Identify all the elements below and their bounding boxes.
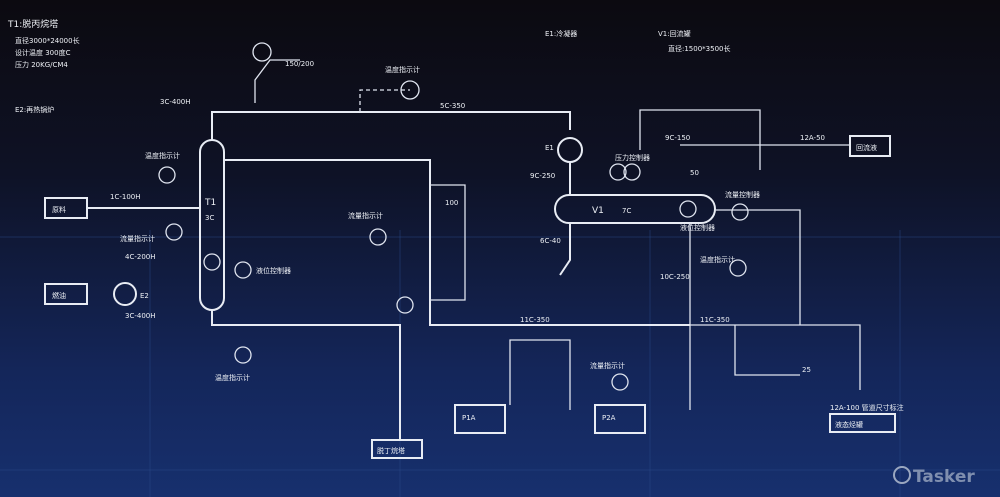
box-right-out[interactable] <box>849 135 891 157</box>
pipe-label: 3C-400H <box>125 312 156 320</box>
pipe-label: 150/200 <box>285 60 314 68</box>
label: 温度指示计 <box>145 151 180 160</box>
note-t1-temp: 设计温度 300度C <box>15 48 71 57</box>
e2-label: E2 <box>140 292 149 300</box>
level-controller[interactable] <box>679 200 697 218</box>
v1-label: V1 <box>592 206 604 216</box>
label: 液位控制器 <box>256 266 291 275</box>
box-label: 回流液 <box>856 143 877 152</box>
v1-code: 7C <box>622 207 631 215</box>
box-bottom-right[interactable] <box>829 413 896 433</box>
note-v1-size: 直径:1500*3500长 <box>668 44 731 53</box>
temp-indicator[interactable] <box>729 259 747 277</box>
level-controller[interactable] <box>203 253 221 271</box>
label: 流量控制器 <box>725 190 760 199</box>
box-label: 脱丁烷塔 <box>377 446 405 455</box>
pipe-label: 100 <box>445 199 458 207</box>
box-bottom[interactable] <box>371 439 423 459</box>
bypass-pipe <box>430 184 466 301</box>
overhead-pipe <box>211 111 571 140</box>
pressure-indicator[interactable] <box>611 373 629 391</box>
flow-indicator[interactable] <box>369 228 387 246</box>
pipe-label: 12A-100 管道尺寸标注 <box>830 403 904 412</box>
grid-lines <box>0 230 1000 497</box>
note-v1-title: V1:回流罐 <box>658 29 691 38</box>
note-t1-pressure: 压力 20KG/CM4 <box>15 60 68 69</box>
note-e1-title: E1:冷凝器 <box>545 29 577 38</box>
pressure-controller[interactable] <box>609 163 627 181</box>
label: 压力控制器 <box>615 153 650 162</box>
reflux-pipe <box>224 159 690 326</box>
pipe <box>639 109 761 170</box>
flow-controller[interactable] <box>731 203 749 221</box>
t1-code: 3C <box>205 214 214 222</box>
label: 流量指示计 <box>590 361 625 370</box>
pipe-label: 1C-100H <box>110 193 141 201</box>
pipe-label: 10C-250 <box>660 273 690 281</box>
box-label: 燃油 <box>52 291 66 300</box>
t1-label: T1 <box>204 198 216 208</box>
pump-p2a[interactable] <box>594 404 646 434</box>
reboiler-e2[interactable] <box>113 282 137 306</box>
pipe-label: 12A-50 <box>800 134 825 142</box>
pressure-controller[interactable] <box>623 163 641 181</box>
level-controller[interactable] <box>234 261 252 279</box>
flow-indicator[interactable] <box>165 223 183 241</box>
note-t1-title: T1:脱丙烷塔 <box>7 18 58 30</box>
pipe-label: 25 <box>802 366 811 374</box>
condenser-e1[interactable] <box>557 137 583 163</box>
label: 温度指示计 <box>385 65 420 74</box>
pump-p1a[interactable] <box>454 404 506 434</box>
reflux-drum-v1[interactable] <box>554 194 716 224</box>
pressure-indicator[interactable] <box>252 42 272 62</box>
p2a-label: P2A <box>602 414 616 422</box>
label: 液位控制器 <box>680 223 715 232</box>
pipe-label: 9C-150 <box>665 134 690 142</box>
bottoms-pipe <box>211 310 401 440</box>
svg-text:Tasker: Tasker <box>913 467 975 487</box>
label: 流量指示计 <box>120 234 155 243</box>
box-label: 原料 <box>52 205 66 214</box>
pipe <box>254 59 300 103</box>
box-fuel[interactable] <box>44 283 88 305</box>
signal-line <box>359 89 410 112</box>
temp-indicator[interactable] <box>158 166 176 184</box>
pipe-label: 11C-350 <box>700 316 730 324</box>
label: 温度指示计 <box>700 255 735 264</box>
watermark: Tasker <box>893 466 975 487</box>
pipe <box>715 209 801 325</box>
pipe-label: 9C-250 <box>530 172 555 180</box>
box-label: 液态烃罐 <box>835 420 863 429</box>
pipe <box>509 339 571 410</box>
pipe-label: 11C-350 <box>520 316 550 324</box>
column-t1[interactable] <box>199 139 225 311</box>
temp-indicator[interactable] <box>234 346 252 364</box>
e1-label: E1 <box>545 144 554 152</box>
pipe-label: 6C-40 <box>540 237 561 245</box>
pipe-label: 3C-400H <box>160 98 191 106</box>
pipe-label: 50 <box>690 169 699 177</box>
control-valve[interactable] <box>396 296 414 314</box>
note-e2-title: E2:再热锅炉 <box>15 105 54 114</box>
pipe <box>690 324 861 390</box>
pipe-label: 5C-350 <box>440 102 465 110</box>
pipe <box>734 325 800 376</box>
note-t1-size: 直径3000*24000长 <box>15 36 80 45</box>
label: 温度指示计 <box>215 373 250 382</box>
temp-indicator[interactable] <box>400 80 420 100</box>
pipe-label: 4C-200H <box>125 253 156 261</box>
p1a-label: P1A <box>462 414 476 422</box>
label: 流量指示计 <box>348 211 383 220</box>
